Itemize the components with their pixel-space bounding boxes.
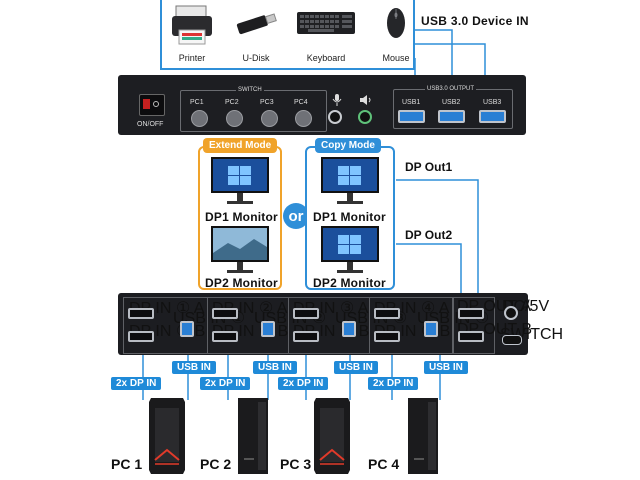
- extend-mode-tag: Extend Mode: [203, 138, 278, 153]
- pc-tower-icon: [238, 398, 268, 474]
- dp-out-b-port[interactable]: [458, 331, 484, 342]
- power-switch[interactable]: [139, 94, 165, 116]
- pc4-button[interactable]: [295, 110, 312, 127]
- on-off-label: ON/OFF: [137, 121, 164, 128]
- pc4-dp-in-tag: 2x DP IN: [368, 377, 419, 390]
- pc1-dp-in-tag: 2x DP IN: [111, 377, 162, 390]
- pc2-dp-in-tag: 2x DP IN: [200, 377, 251, 390]
- pc3-usb-in-tag: USB IN: [334, 361, 378, 374]
- or-badge: or: [283, 203, 309, 229]
- pc-tower-icon: [314, 398, 350, 474]
- copy-dp2-monitor-label: DP2 Monitor: [313, 276, 386, 290]
- audio-jack[interactable]: [358, 110, 372, 124]
- dp-out1-label: DP Out1: [405, 160, 453, 174]
- rear-switch-port[interactable]: [502, 335, 522, 345]
- device-label-printer: Printer: [178, 53, 206, 63]
- dp-in-3a-port[interactable]: [293, 308, 319, 319]
- rear-group-4: [369, 297, 453, 354]
- pc-tower-icon: [149, 398, 185, 474]
- dp-in-4b-port[interactable]: [374, 331, 400, 342]
- dc-power-jack[interactable]: [504, 306, 518, 320]
- dp-in-3b-port[interactable]: [293, 331, 319, 342]
- pc3-dp-in-tag: 2x DP IN: [278, 377, 329, 390]
- dp-in-2a-port[interactable]: [212, 308, 238, 319]
- pc2-button-label: PC2: [225, 99, 239, 106]
- usb-in-2-port[interactable]: [261, 321, 275, 337]
- pc2-button[interactable]: [226, 110, 243, 127]
- pc1-usb-in-tag: USB IN: [172, 361, 216, 374]
- keyboard-icon: [297, 12, 355, 34]
- mouse-icon: [387, 8, 405, 38]
- usb2-port[interactable]: [438, 110, 465, 123]
- pc3-button[interactable]: [261, 110, 278, 127]
- dp-out2-label: DP Out2: [405, 228, 453, 242]
- device-label-keyboard: Keyboard: [306, 53, 346, 63]
- dp-out-a-port[interactable]: [458, 308, 484, 319]
- pc-tower-icon: [408, 398, 438, 474]
- monitor-icon: [321, 157, 379, 204]
- usb-device-in-label: USB 3.0 Device IN: [421, 14, 529, 28]
- pc4-button-label: PC4: [294, 99, 308, 106]
- pc3-label: PC 3: [280, 456, 312, 472]
- extend-dp1-monitor-label: DP1 Monitor: [205, 210, 278, 224]
- usb-in-1-port[interactable]: [180, 321, 194, 337]
- usb3-port[interactable]: [479, 110, 506, 123]
- dp-out-group: [453, 297, 495, 354]
- monitor-icon: [321, 226, 379, 273]
- usb-in-4-port[interactable]: [424, 321, 438, 337]
- device-label-udisk: U-Disk: [242, 53, 270, 63]
- pc3-button-label: PC3: [260, 99, 274, 106]
- usb1-label: USB1: [402, 99, 421, 106]
- speaker-icon: [360, 95, 371, 105]
- dp-in-1b-port[interactable]: [128, 331, 154, 342]
- usb-output-title: USB3.0 OUTPUT: [425, 86, 477, 92]
- usb3-label: USB3: [483, 99, 502, 106]
- pc4-usb-in-tag: USB IN: [424, 361, 468, 374]
- pc4-label: PC 4: [368, 456, 400, 472]
- kvm-front-panel: [118, 75, 526, 135]
- printer-icon: [172, 5, 212, 45]
- pc1-label: PC 1: [111, 456, 143, 472]
- microphone-icon: [332, 94, 342, 106]
- usb-in-3-port[interactable]: [342, 321, 356, 337]
- pc1-button-label: PC1: [190, 99, 204, 106]
- monitor-icon: [211, 226, 269, 273]
- pc2-label: PC 2: [200, 456, 232, 472]
- usb-drive-icon: [236, 13, 277, 35]
- dp-in-2b-port[interactable]: [212, 331, 238, 342]
- usb1-port[interactable]: [398, 110, 425, 123]
- pc2-usb-in-tag: USB IN: [253, 361, 297, 374]
- pc1-button[interactable]: [191, 110, 208, 127]
- usb-output-group: [393, 89, 513, 129]
- monitor-icon: [211, 157, 269, 204]
- device-label-mouse: Mouse: [382, 53, 410, 63]
- usb2-label: USB2: [442, 99, 461, 106]
- dp-in-1a-port[interactable]: [128, 308, 154, 319]
- switch-label: SWITCH: [236, 87, 264, 93]
- extend-dp2-monitor-label: DP2 Monitor: [205, 276, 278, 290]
- copy-dp1-monitor-label: DP1 Monitor: [313, 210, 386, 224]
- mic-jack[interactable]: [328, 110, 342, 124]
- copy-mode-tag: Copy Mode: [315, 138, 381, 153]
- dp-in-4a-port[interactable]: [374, 308, 400, 319]
